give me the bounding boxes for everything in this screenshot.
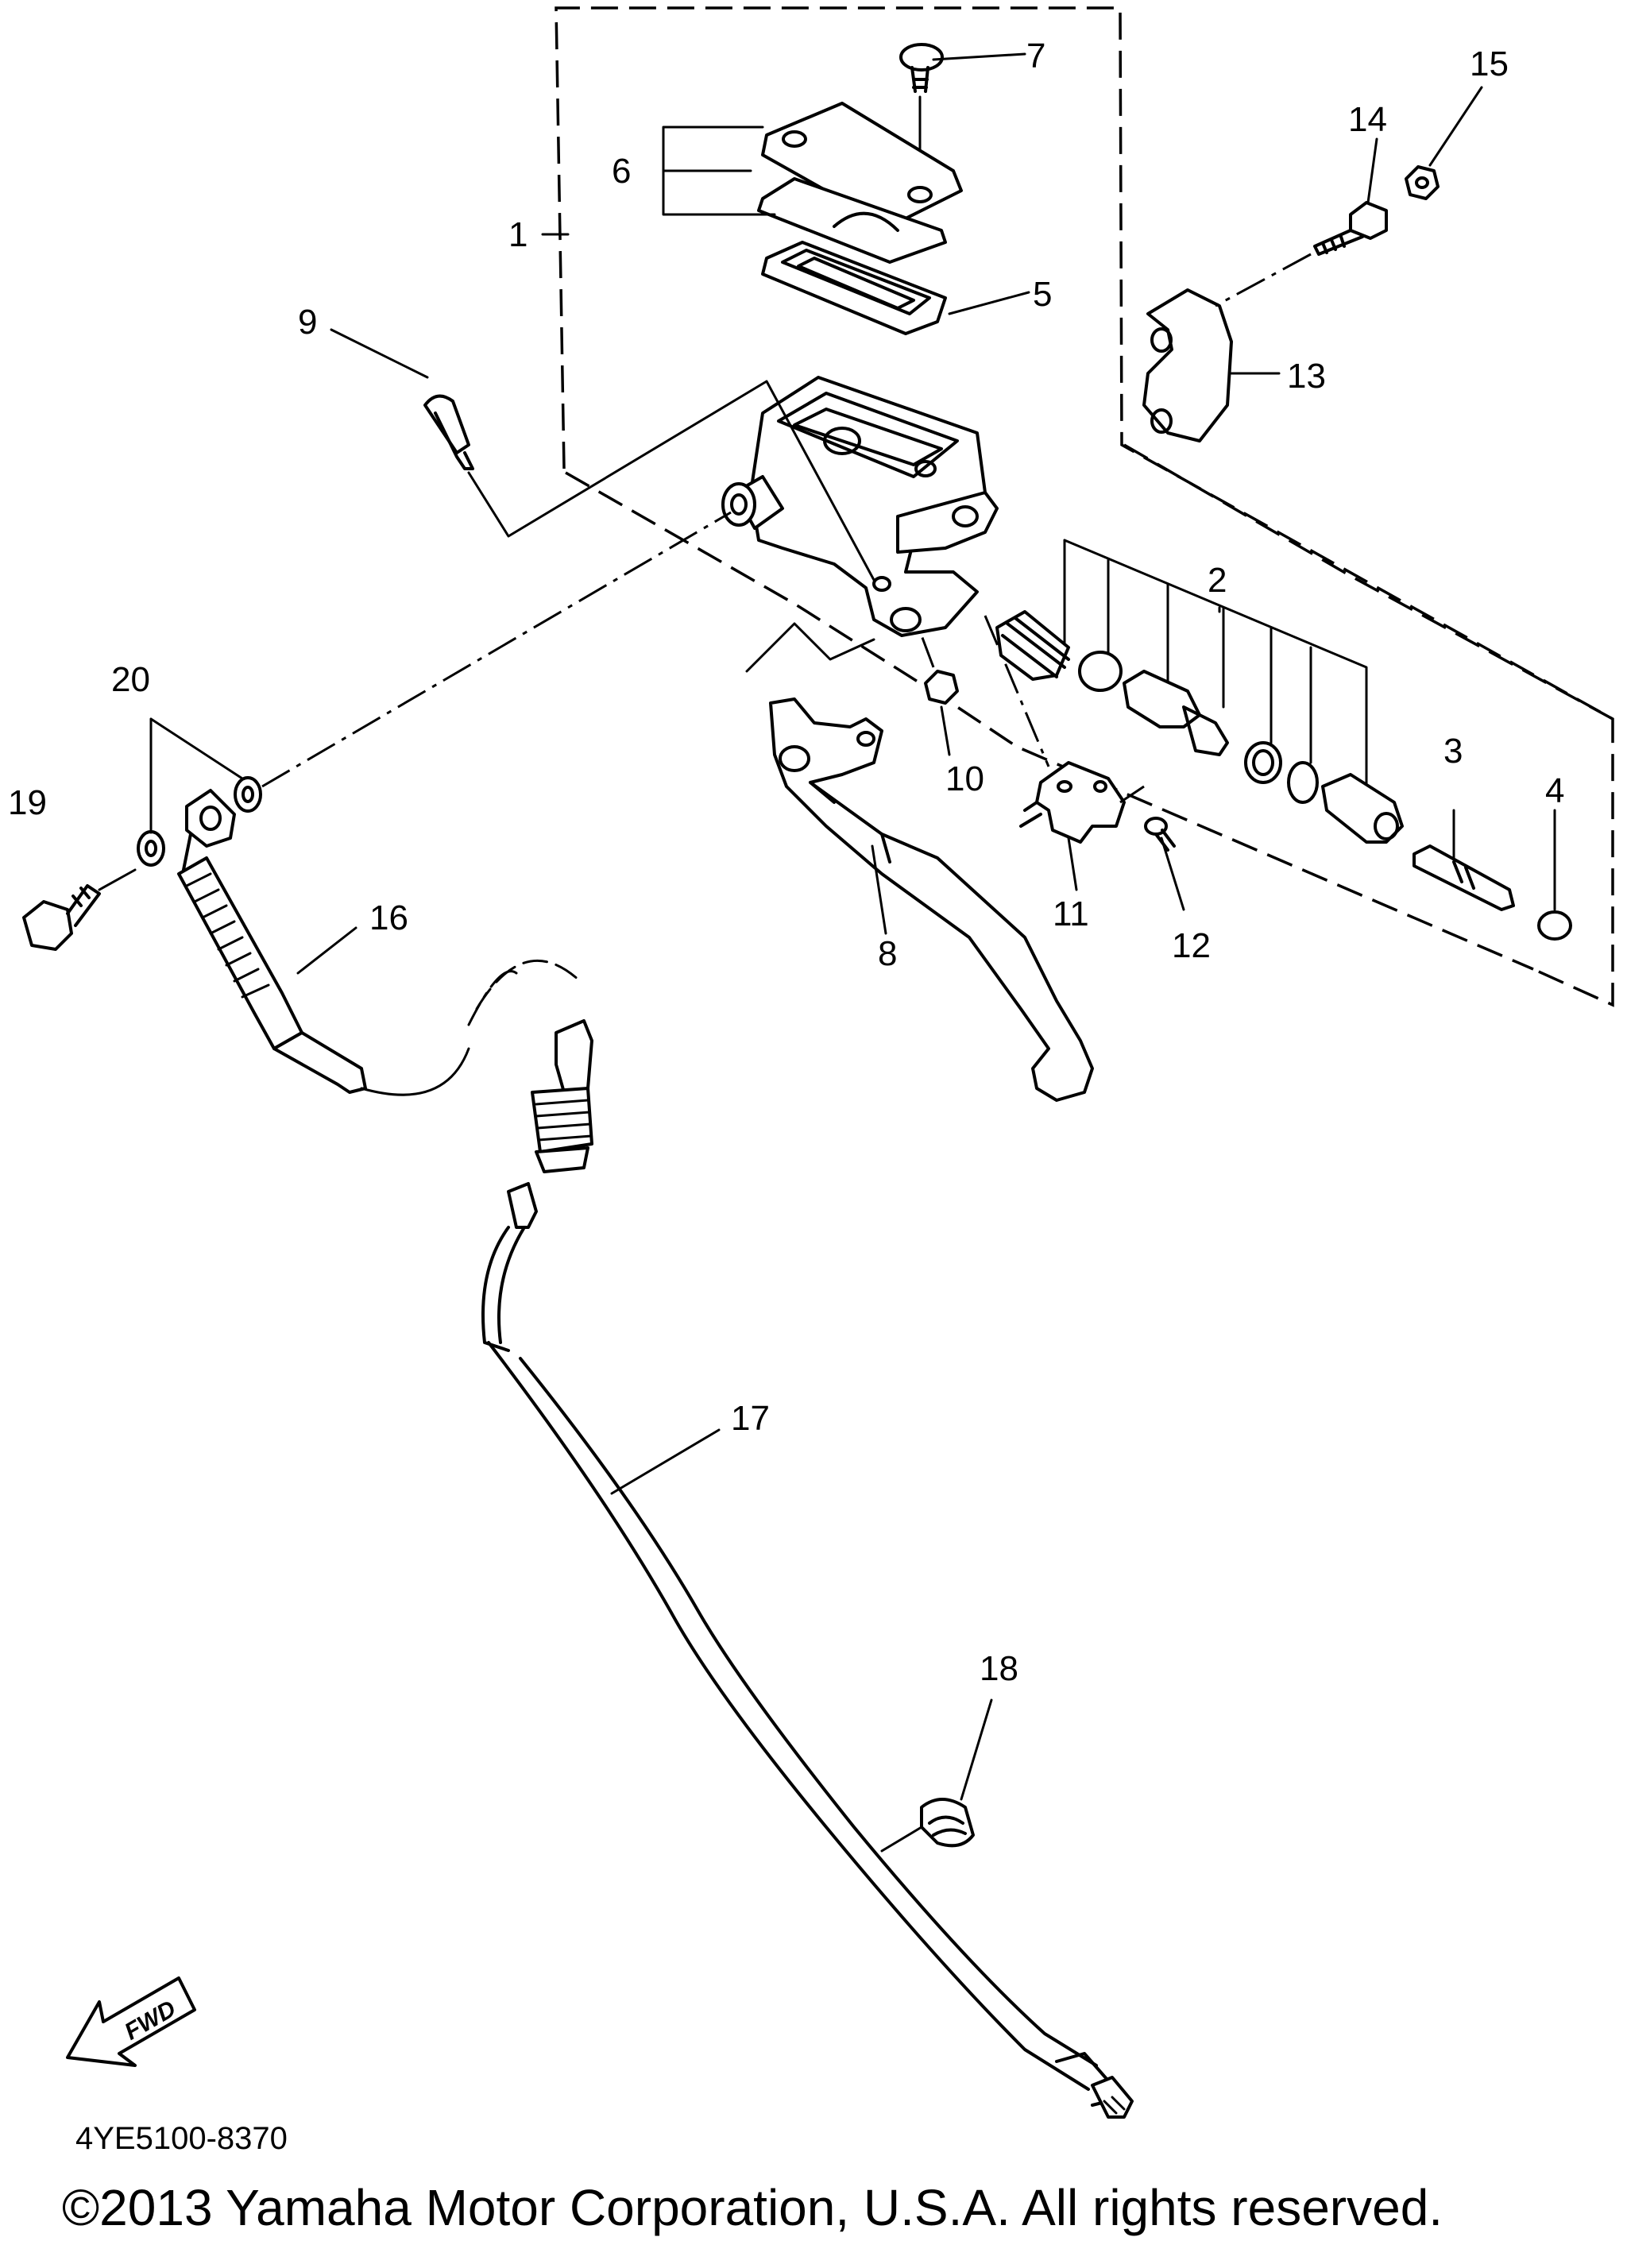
washers-20 — [137, 511, 732, 867]
holder-boundary — [1123, 443, 1613, 721]
diagram-code: 4YE5100-8370 — [75, 2121, 288, 2156]
part-label-20: 20 — [111, 660, 150, 699]
part-label-2: 2 — [1208, 561, 1227, 600]
screw-12 — [1144, 817, 1176, 852]
part-label-4: 4 — [1545, 771, 1564, 810]
fwd-arrow-icon: FWD — [66, 1976, 196, 2067]
leader-lines — [296, 52, 1483, 1801]
hydraulic-line-17 — [481, 1182, 1134, 2119]
part-label-19: 19 — [8, 783, 47, 822]
clamp-18 — [880, 1798, 975, 1853]
part-label-17: 17 — [731, 1399, 770, 1438]
part-label-16: 16 — [369, 898, 408, 937]
assembly-boundary-1 — [555, 6, 1614, 1007]
union-bolt-19 — [22, 868, 137, 951]
part-label-18: 18 — [980, 1649, 1018, 1688]
clutch-lever-8 — [745, 622, 1094, 1102]
part-label-15: 15 — [1470, 44, 1509, 83]
bolt-14 — [1215, 201, 1388, 307]
assembly-boundary-lower — [565, 471, 1534, 971]
bolt-9 — [423, 380, 875, 581]
part-label-13: 13 — [1287, 357, 1326, 396]
part-label-6: 6 — [612, 152, 631, 191]
part-label-8: 8 — [878, 934, 897, 973]
part-label-11: 11 — [1053, 894, 1089, 933]
part-label-7: 7 — [1026, 37, 1045, 75]
part-label-14: 14 — [1348, 100, 1387, 139]
nut-15 — [1405, 165, 1440, 200]
copyright-notice: ©2013 Yamaha Motor Corporation, U.S.A. A… — [62, 2179, 1443, 2236]
hose-16 — [177, 789, 582, 1096]
part-label-5: 5 — [1033, 275, 1052, 314]
master-cylinder-body — [721, 376, 999, 637]
piston-kit-2 — [995, 539, 1404, 844]
part-label-9: 9 — [298, 303, 317, 342]
part-labels: 1 2 3 4 5 6 7 8 9 10 11 12 13 14 15 16 1… — [8, 37, 1564, 1688]
hose-fitting — [531, 1019, 593, 1173]
cap-4 — [1537, 809, 1572, 941]
part-label-1: 1 — [508, 215, 528, 254]
reservoir-cap-6 — [757, 102, 963, 335]
part-label-12: 12 — [1172, 926, 1211, 965]
part-label-3: 3 — [1443, 732, 1463, 771]
nut-10 — [920, 635, 959, 705]
part-label-10: 10 — [945, 759, 984, 798]
switch-11 — [984, 615, 1145, 844]
holder-13 — [1142, 288, 1233, 442]
pushrod-3 — [1413, 809, 1515, 911]
